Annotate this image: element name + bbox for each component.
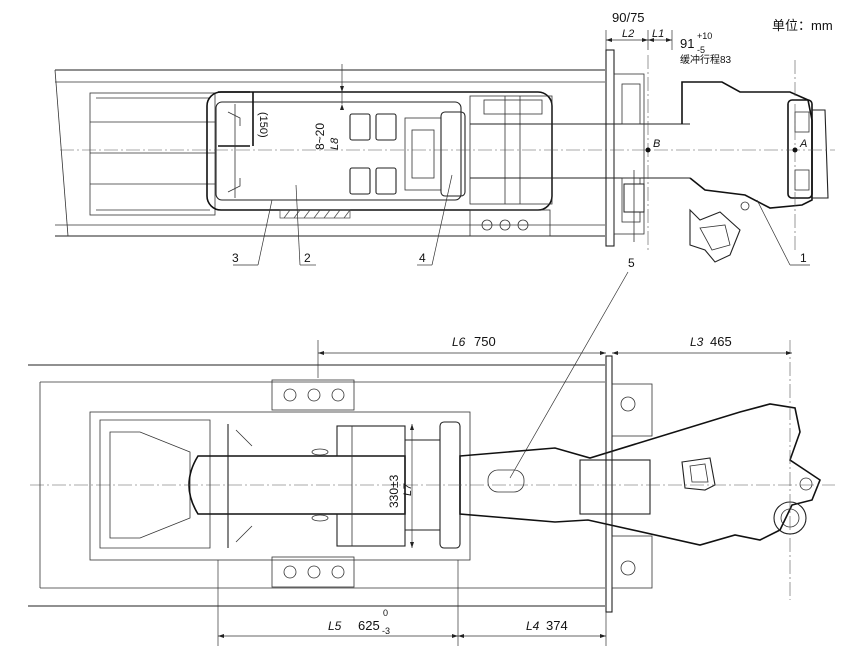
bottom-view-dimensions — [217, 340, 792, 646]
dim-l5-value: 625 — [358, 618, 380, 633]
point-a-label: A — [799, 138, 807, 150]
bottom-view — [28, 340, 835, 613]
callout-5: 5 — [628, 256, 635, 270]
dim-330-label: 330±3 — [387, 474, 401, 508]
point-b-label: B — [653, 138, 660, 150]
point-a-marker — [792, 147, 798, 153]
dim-8-20-label: 8~20 — [313, 123, 327, 150]
dim-l4-value: 374 — [546, 618, 568, 633]
dim-l5-label: L5 — [328, 619, 342, 633]
top-view-dimensions — [340, 30, 673, 110]
dim-l4-label: L4 — [526, 619, 540, 633]
callout-2: 2 — [304, 251, 311, 265]
callout-1: 1 — [800, 251, 807, 265]
dim-l6-label: L6 — [452, 335, 466, 349]
callout-leaders-top — [233, 174, 810, 266]
buffer-value-label: 91 — [680, 36, 694, 51]
buffer-tol-plus-label: +10 — [697, 31, 712, 41]
callout-3: 3 — [232, 251, 239, 265]
dim-150-label: (150) — [257, 112, 269, 138]
dim-l3-label: L3 — [690, 335, 704, 349]
dim-l7-label: L7 — [402, 483, 414, 496]
gap-label: 90/75 — [612, 10, 645, 25]
dim-l3-value: 465 — [710, 334, 732, 349]
unit-label: 单位：mm — [772, 18, 833, 33]
dim-l6-value: 750 — [474, 334, 496, 349]
dim-l2-label: L2 — [622, 28, 634, 40]
point-b-marker — [645, 147, 651, 153]
top-view — [54, 49, 835, 263]
dim-l8-label: L8 — [329, 137, 341, 150]
buffer-tol-minus-label: -5 — [697, 45, 705, 55]
dim-l5-tol-upper: 0 — [383, 608, 388, 618]
dim-l5-tol-lower: -3 — [382, 626, 390, 636]
callout-4: 4 — [419, 251, 426, 265]
dim-l1-label: L1 — [652, 28, 664, 40]
buffer-stroke-label: 缓冲行程83 — [680, 53, 732, 66]
